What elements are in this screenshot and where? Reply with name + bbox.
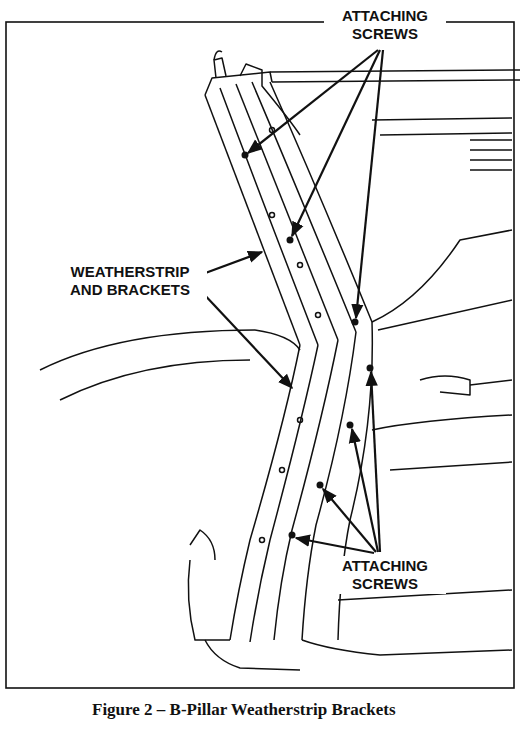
pillar-drawing bbox=[420, 376, 470, 395]
part-label: ATTACHING SCREWS bbox=[324, 6, 446, 44]
pillar-drawing bbox=[205, 640, 300, 670]
pillar-drawing bbox=[188, 560, 230, 640]
pillar-drawing bbox=[390, 462, 512, 470]
pillar-drawing bbox=[270, 82, 372, 322]
screw-heads bbox=[242, 152, 374, 539]
pillar-drawing bbox=[372, 415, 512, 430]
figure-caption: Figure 2 – B-Pillar Weatherstrip Bracket… bbox=[92, 700, 396, 720]
screw-heads bbox=[367, 365, 374, 372]
pillar-drawing bbox=[214, 51, 222, 60]
pillar-drawing bbox=[190, 530, 215, 560]
pillar-drawing bbox=[272, 80, 520, 82]
pillar-drawing bbox=[255, 330, 300, 350]
pillar-drawing bbox=[372, 118, 512, 120]
pillar-drawing bbox=[280, 468, 285, 473]
figure-frame bbox=[6, 22, 514, 688]
screw-heads bbox=[347, 422, 354, 429]
part-label: WEATHERSTRIP AND BRACKETS bbox=[53, 262, 207, 300]
screw-heads bbox=[289, 532, 296, 539]
pillar-drawing bbox=[260, 538, 265, 543]
leader-lines bbox=[200, 290, 292, 388]
pillar-drawing bbox=[298, 418, 303, 423]
pillar-drawing bbox=[252, 82, 356, 332]
pillar-drawing bbox=[316, 313, 321, 318]
pillar-drawing bbox=[40, 51, 520, 670]
screw-heads bbox=[287, 237, 294, 244]
part-label: ATTACHING SCREWS bbox=[324, 556, 446, 594]
pillar-drawing bbox=[378, 300, 512, 330]
pillar-drawing bbox=[240, 64, 300, 135]
leader-lines bbox=[296, 538, 374, 553]
pillar-drawing bbox=[298, 263, 303, 268]
leader-lines bbox=[200, 50, 383, 553]
pillar-drawing bbox=[470, 380, 512, 385]
pillar-drawing bbox=[372, 230, 512, 322]
pillar-drawing bbox=[214, 58, 226, 78]
screw-heads bbox=[352, 319, 359, 326]
leader-lines bbox=[200, 252, 262, 275]
pillar-drawing bbox=[220, 88, 318, 345]
screw-heads bbox=[317, 482, 324, 489]
pillar-drawing bbox=[40, 330, 255, 370]
pillar-drawing bbox=[270, 213, 275, 218]
pillar-drawing bbox=[250, 345, 318, 642]
pillar-drawing bbox=[205, 95, 300, 345]
pillar-drawing bbox=[230, 345, 300, 640]
leader-lines bbox=[323, 489, 376, 552]
pillar-drawing bbox=[470, 140, 512, 170]
pillar-drawing bbox=[302, 640, 512, 655]
leader-lines bbox=[248, 50, 378, 153]
figure-frame bbox=[6, 22, 514, 688]
pillar-drawing bbox=[60, 360, 250, 400]
leader-lines bbox=[352, 429, 378, 552]
leader-lines bbox=[356, 50, 383, 318]
screw-heads bbox=[242, 152, 249, 159]
pillar-drawing bbox=[270, 70, 520, 72]
pillar-drawing bbox=[380, 133, 512, 135]
